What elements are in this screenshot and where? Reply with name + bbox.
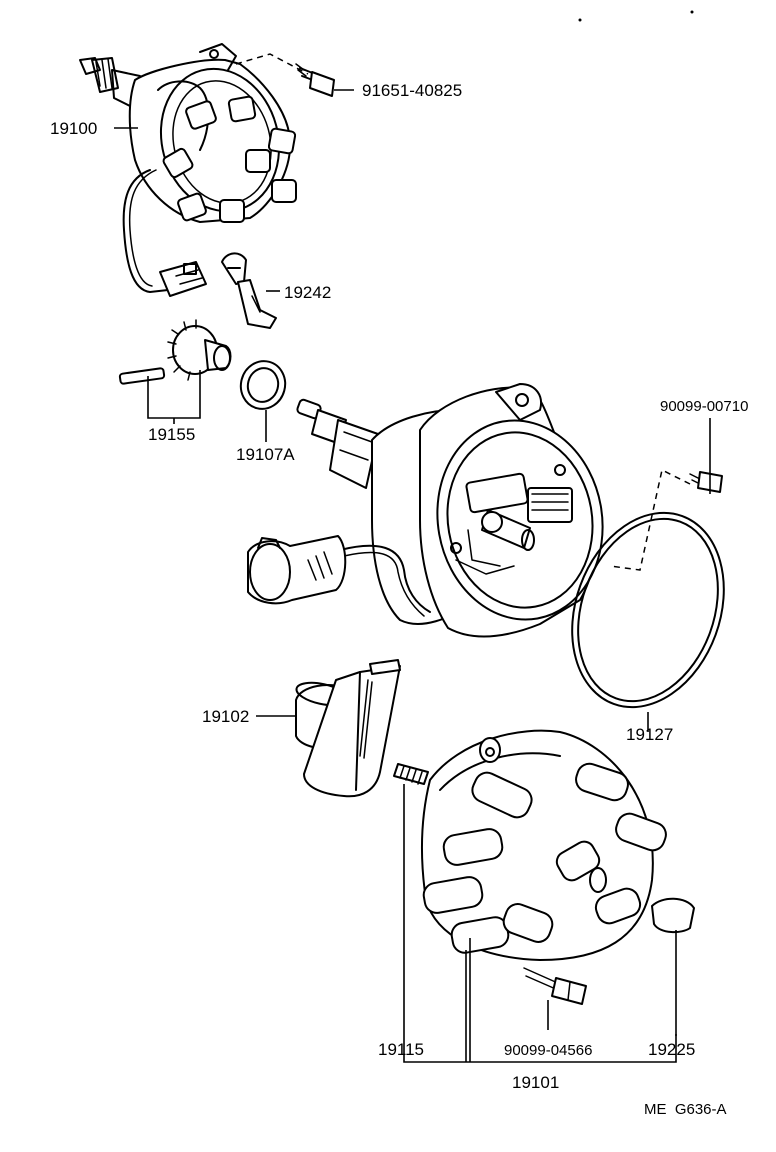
- label-screw-bottom: 90099-04566: [504, 1042, 592, 1059]
- top-bolt-dashed-leader: [235, 53, 309, 75]
- leader-lines: [114, 89, 711, 1063]
- label-rotor: 19102: [202, 707, 249, 726]
- bracket-drawing: [221, 252, 277, 329]
- housing-drawing: [247, 383, 604, 638]
- rotor-drawing: [295, 659, 401, 798]
- o-ring-drawing: [239, 360, 287, 410]
- label-gear-and-pin: 19155: [148, 425, 195, 444]
- label-bolt-top: 91651-40825: [362, 81, 462, 100]
- cap-drawing: [420, 729, 667, 961]
- label-cap-assy: 19101: [512, 1073, 559, 1092]
- speck-1: [578, 18, 582, 22]
- label-bracket: 19242: [284, 283, 331, 302]
- label-distributor-assy: 19100: [50, 119, 97, 138]
- label-screw-right: 90099-00710: [660, 398, 748, 415]
- bottom-screw-drawing: [523, 967, 587, 1005]
- label-boot: 19225: [648, 1040, 695, 1059]
- label-spring: 19115: [378, 1040, 424, 1059]
- cap-gasket-drawing: [571, 511, 725, 709]
- label-cap-gasket: 19127: [626, 725, 673, 744]
- right-screw-drawing: [689, 471, 723, 493]
- spring-drawing: [393, 763, 429, 785]
- distributor-assembly-drawing: [79, 43, 297, 297]
- gear-drawing: [167, 319, 232, 381]
- boot-drawing: [651, 897, 695, 934]
- speck-2: [690, 10, 694, 14]
- label-o-ring: 19107A: [236, 445, 295, 464]
- reference-code: ME G636-A: [644, 1101, 727, 1118]
- pin-drawing: [118, 367, 166, 385]
- top-bolt-drawing: [295, 63, 335, 97]
